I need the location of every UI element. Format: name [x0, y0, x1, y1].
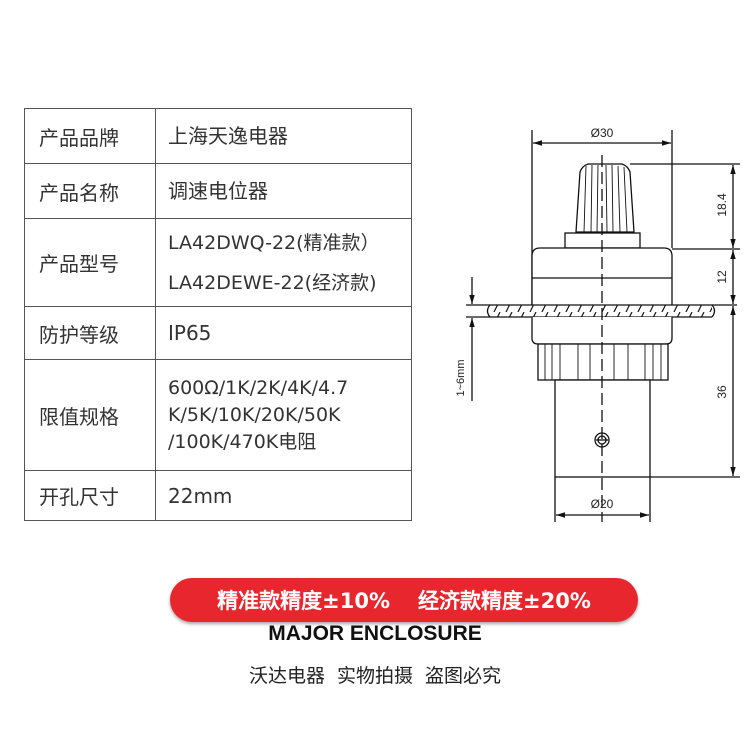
- spec-value: LA42DEWE-22(经济款): [168, 271, 377, 294]
- spec-value: LA42DWQ-22(精准款）: [168, 231, 380, 254]
- body-height-label: 12: [715, 270, 729, 284]
- precise-accuracy: 精准款精度±10%: [217, 589, 390, 613]
- accuracy-banner: 精准款精度±10% 经济款精度±20%: [170, 578, 638, 622]
- spec-label: 限值规格: [24, 359, 156, 471]
- spec-value: IP65: [168, 321, 212, 345]
- spec-label: 产品名称: [24, 163, 156, 219]
- rear-length-label: 36: [715, 385, 729, 399]
- economy-accuracy: 经济款精度±20%: [418, 589, 591, 613]
- brand-name: MAJOR ENCLOSURE: [268, 622, 482, 645]
- knob-height-label: 18.4: [715, 193, 729, 217]
- spec-label: 产品品牌: [24, 108, 156, 164]
- diameter-top-label: Ø30: [591, 126, 614, 140]
- spec-value: 600Ω/1K/2K/4K/4.7: [168, 376, 349, 399]
- spec-value: 调速电位器: [168, 179, 268, 203]
- panel-thickness-label: 1~6mm: [455, 360, 467, 397]
- spec-value: 上海天逸电器: [168, 124, 288, 148]
- spec-value: K/5K/10K/20K/50K: [168, 403, 341, 426]
- diameter-bottom-label: Ø20: [591, 497, 614, 511]
- tagline: 沃达电器 实物拍摄 盗图必究: [248, 665, 502, 687]
- spec-value: /100K/470K电阻: [168, 430, 317, 453]
- table-row: 开孔尺寸 22mm: [24, 470, 412, 521]
- spec-label: 开孔尺寸: [24, 470, 156, 521]
- table-row: 产品品牌上海天逸电器: [24, 108, 412, 164]
- spec-value: 22mm: [168, 483, 233, 508]
